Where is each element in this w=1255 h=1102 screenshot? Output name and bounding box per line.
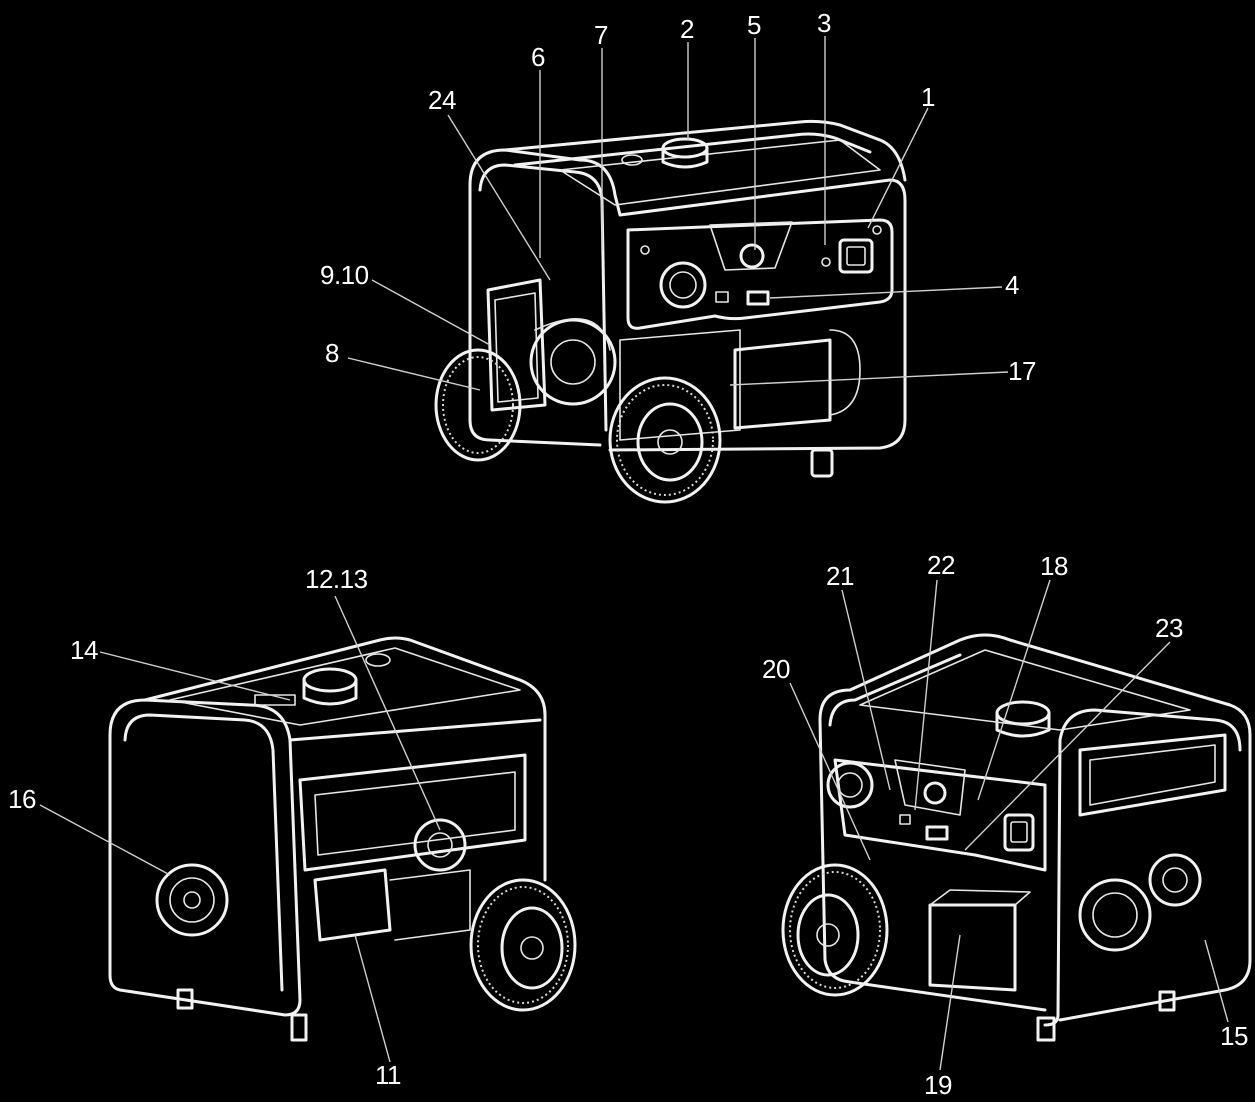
wheel-bottom-left-view (469, 878, 577, 1012)
callout-6: 6 (531, 42, 545, 72)
callout-5: 5 (747, 10, 761, 40)
callout-18: 18 (1040, 551, 1068, 581)
callout-11: 11 (375, 1060, 401, 1090)
wheel-bottom-right-view (781, 863, 889, 997)
front-wheel-top-view (608, 376, 722, 504)
callout-14: 14 (70, 635, 98, 665)
callout-8: 8 (325, 338, 339, 368)
callout-3: 3 (817, 8, 831, 38)
callout-22: 22 (927, 550, 955, 580)
leader-lines (39, 36, 1229, 1071)
generator-view-bottom-right (781, 633, 1252, 1042)
callout-15: 15 (1220, 1021, 1248, 1051)
callout-19: 19 (924, 1070, 952, 1100)
callout-2: 2 (680, 14, 694, 44)
callout-23: 23 (1155, 613, 1183, 643)
callout-1: 1 (921, 82, 935, 112)
generator-view-bottom-left (108, 636, 577, 1042)
callout-12-13: 12.13 (305, 564, 368, 594)
callout-7: 7 (594, 20, 608, 50)
callout-24: 24 (428, 85, 456, 115)
callout-20: 20 (762, 654, 790, 684)
generator-view-top (434, 119, 907, 504)
callout-17: 17 (1008, 356, 1036, 386)
callout-4: 4 (1005, 270, 1019, 300)
rear-wheel-top-view (434, 348, 522, 462)
callout-labels: 1 2 3 4 5 6 7 8 9.10 11 12.13 14 15 16 1… (8, 8, 1248, 1100)
callout-21: 21 (826, 561, 854, 591)
callout-16: 16 (8, 784, 36, 814)
callout-9-10: 9.10 (320, 260, 369, 290)
